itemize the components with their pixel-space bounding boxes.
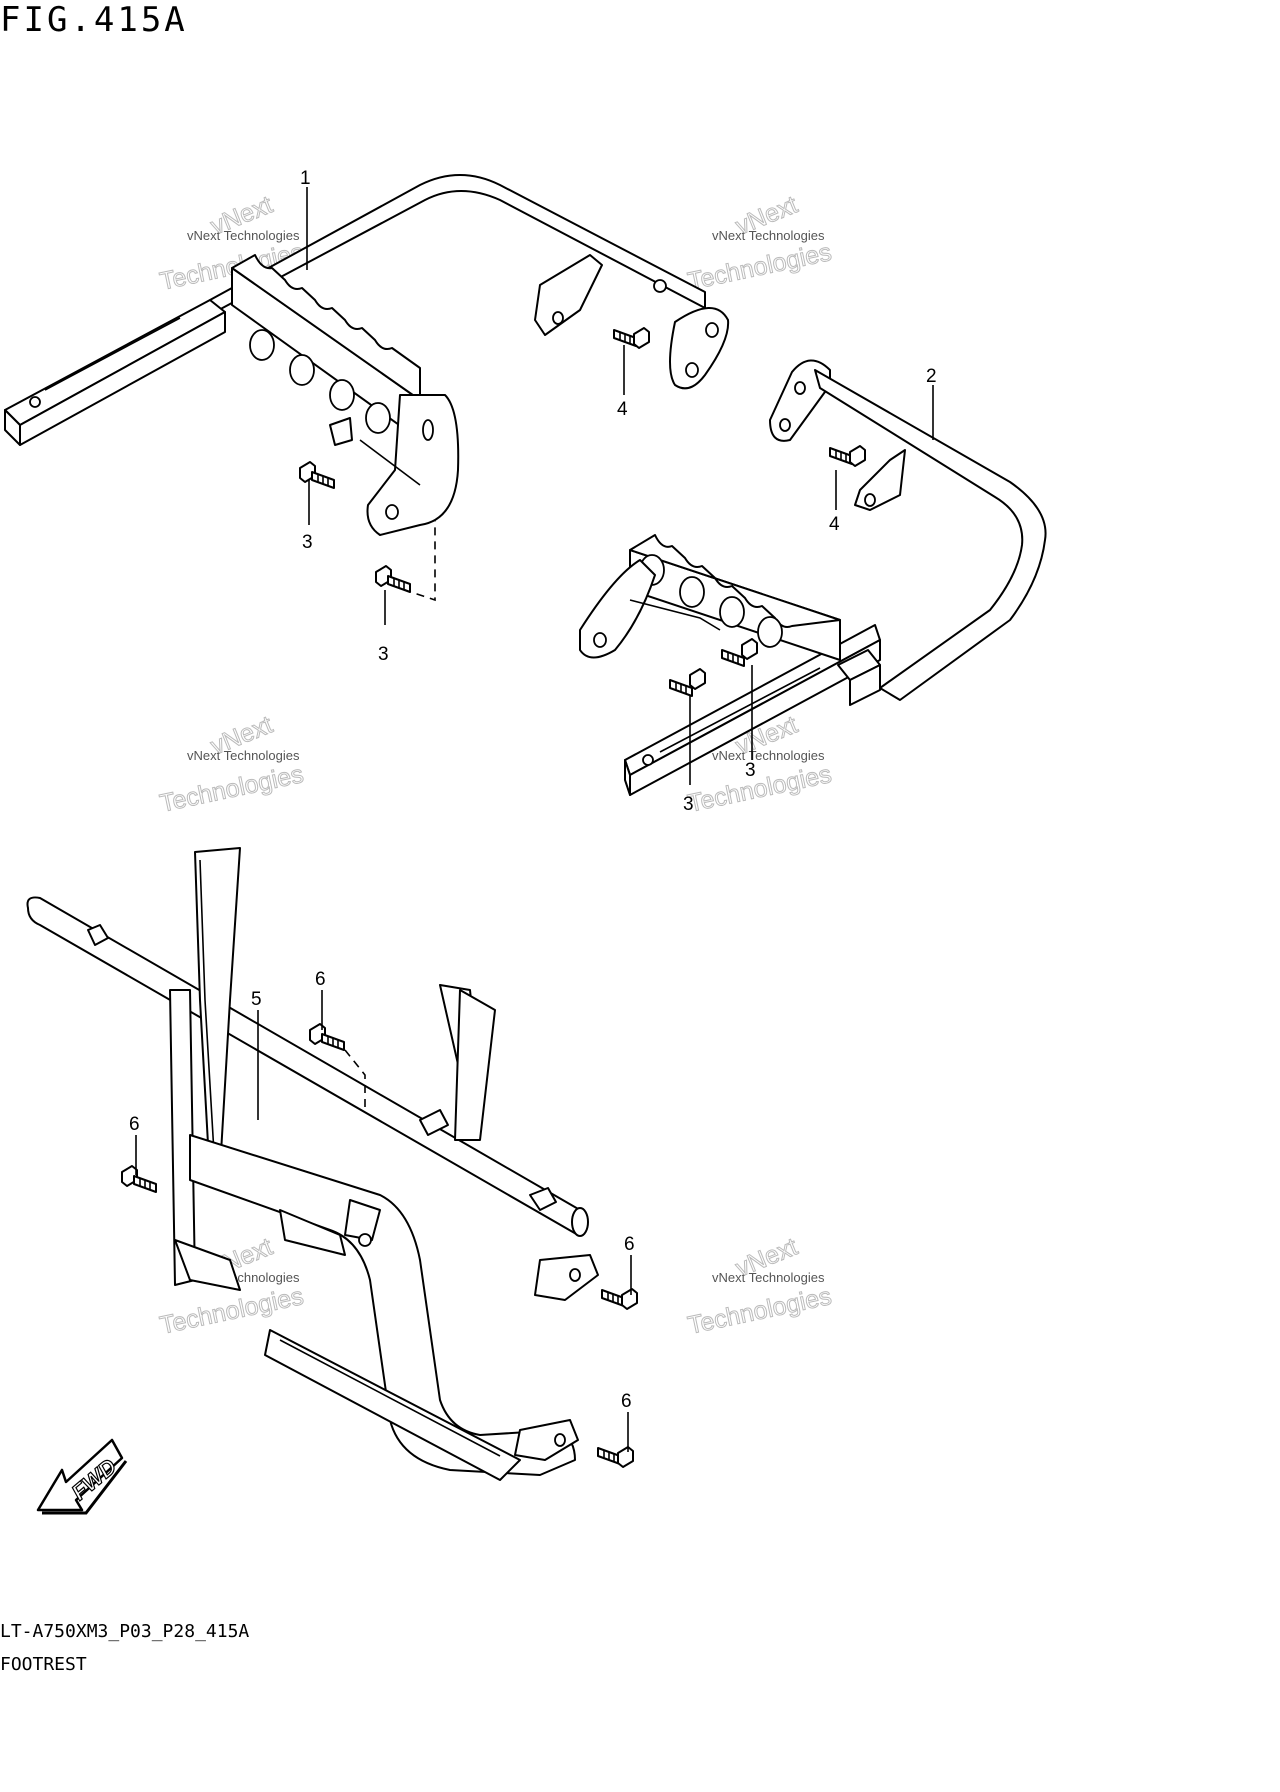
bolt-6c-icon xyxy=(601,1288,638,1310)
callout-3b: 3 xyxy=(378,644,389,665)
fwd-arrow-icon: FWD xyxy=(36,1438,128,1515)
callout-1: 1 xyxy=(300,168,311,189)
callout-6d: 6 xyxy=(621,1391,632,1412)
bolt-4b-icon xyxy=(829,445,866,467)
watermark-mid-left: vNext Technologies Technologies vNext xyxy=(157,710,307,818)
leader-lines xyxy=(135,187,934,1452)
callout-6c: 6 xyxy=(624,1234,635,1255)
callout-4b: 4 xyxy=(829,514,840,535)
svg-text:Technologies: Technologies xyxy=(157,760,306,818)
callout-2: 2 xyxy=(926,366,937,387)
bolt-6a-icon xyxy=(309,1023,345,1051)
bolt-6b-icon xyxy=(121,1165,157,1193)
footrest-left xyxy=(4,174,730,536)
drawing-code: LT-A750XM3_P03_P28_415A xyxy=(0,1621,250,1642)
figure-title: FIG.415A xyxy=(0,0,188,40)
frame-guard xyxy=(26,847,599,1481)
bolt-6d-icon xyxy=(597,1446,634,1468)
svg-text:vNext Technologies: vNext Technologies xyxy=(187,228,300,243)
bolt-3b-icon xyxy=(375,565,411,593)
callout-4a: 4 xyxy=(617,399,628,420)
watermark-bottom-right: vNext Technologies Technologies vNext xyxy=(685,1232,835,1340)
bolt-4a-icon xyxy=(613,327,650,349)
svg-text:vNext Technologies: vNext Technologies xyxy=(187,748,300,763)
bolt-3c-icon xyxy=(669,668,706,697)
svg-text:vNext Technologies: vNext Technologies xyxy=(712,1270,825,1285)
svg-text:Technologies: Technologies xyxy=(685,238,834,296)
figure-caption: FOOTREST xyxy=(0,1654,87,1675)
callout-3c: 3 xyxy=(683,794,694,815)
svg-text:Technologies: Technologies xyxy=(685,760,834,818)
svg-text:Technologies: Technologies xyxy=(157,1282,306,1340)
svg-text:vNext Technologies: vNext Technologies xyxy=(712,228,825,243)
callout-6b: 6 xyxy=(129,1114,140,1135)
callout-5: 5 xyxy=(251,989,262,1010)
callout-6a: 6 xyxy=(315,969,326,990)
callout-3a: 3 xyxy=(302,532,313,553)
bolt-3a-icon xyxy=(299,461,335,489)
watermark-top-right: vNext Technologies Technologies vNext xyxy=(685,190,835,296)
bolt-3d-icon xyxy=(721,638,758,667)
callout-3d: 3 xyxy=(745,760,756,781)
svg-text:vNext Technologies: vNext Technologies xyxy=(712,748,825,763)
footrest-right xyxy=(579,359,1047,796)
svg-text:Technologies: Technologies xyxy=(685,1282,834,1340)
